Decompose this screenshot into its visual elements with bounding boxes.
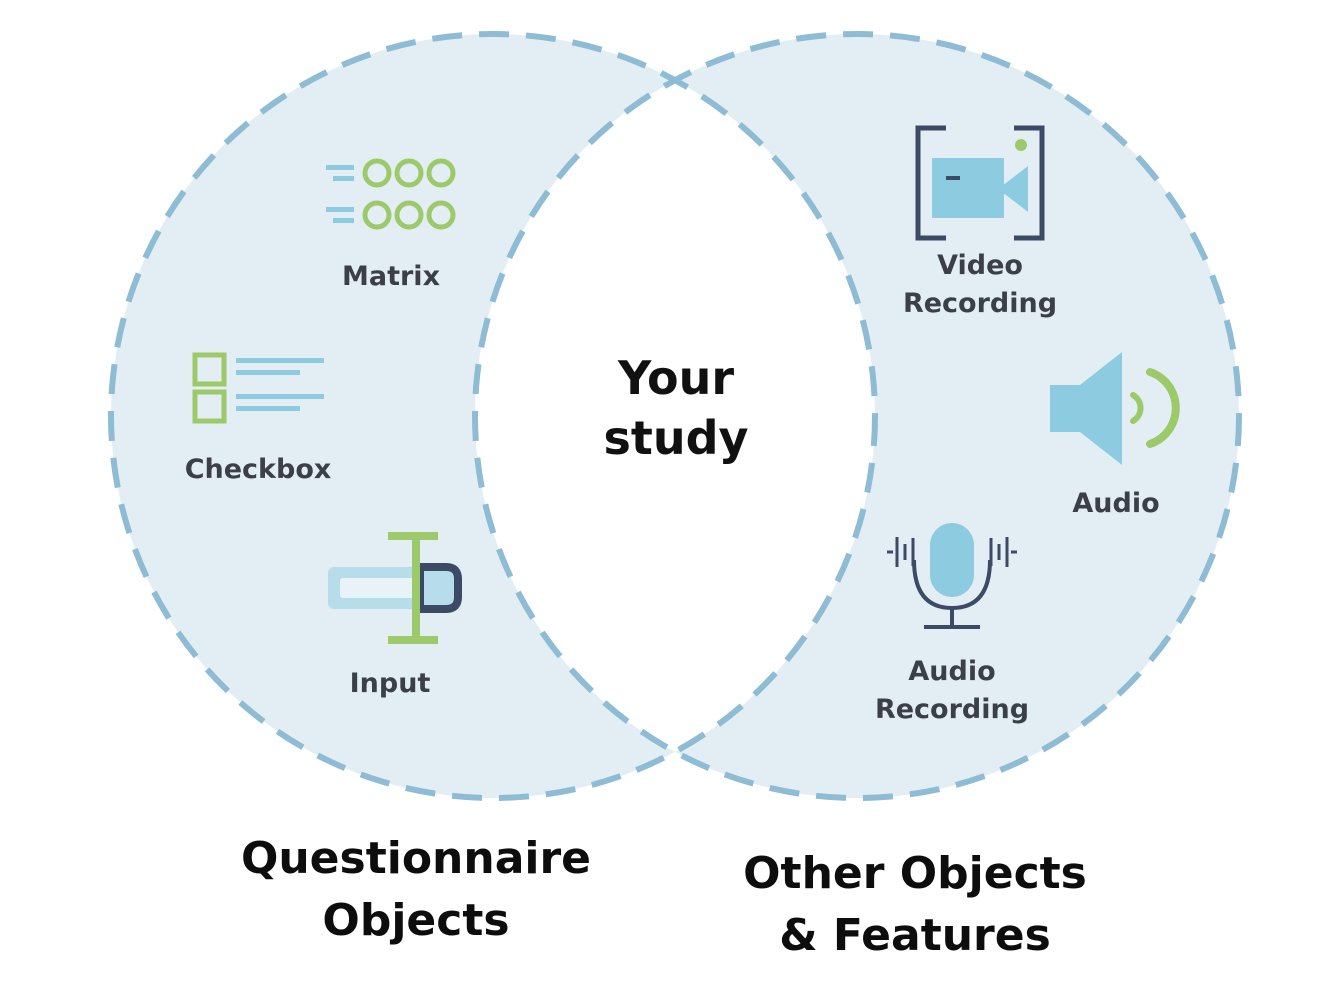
microphone-icon (887, 523, 1017, 629)
video-recording-label-line-2: Recording (902, 288, 1058, 319)
left-set-title-line-2: Objects (322, 895, 510, 946)
audio-recording-label: Audio Recording (852, 653, 1052, 729)
right-set-title-line-2: & Features (779, 910, 1051, 961)
right-set-title-line-1: Other Objects (743, 848, 1087, 899)
audio-recording-label-line-2: Recording (874, 694, 1030, 725)
input-label: Input (320, 665, 460, 703)
audio-recording-label-line-1: Audio (908, 656, 996, 687)
right-circle-outline (472, 31, 1242, 801)
left-set-title-line-1: Questionnaire (240, 833, 592, 884)
video-recording-label: Video Recording (880, 247, 1080, 323)
center-label-line-2: study (603, 411, 749, 465)
left-circle-outline (108, 31, 878, 801)
checkbox-label: Checkbox (168, 451, 348, 489)
left-set-title: Questionnaire Objects (226, 828, 606, 952)
audio-label-text: Audio (1072, 488, 1160, 519)
intersection-area (475, 34, 875, 798)
video-recording-label-line-1: Video (937, 250, 1023, 281)
right-set-title: Other Objects & Features (720, 843, 1110, 967)
input-label-text: Input (349, 668, 431, 699)
speaker-icon (1050, 352, 1180, 465)
checkbox-label-text: Checkbox (184, 454, 332, 485)
checkbox-icon (192, 352, 324, 424)
video-camera-icon (915, 125, 1045, 241)
matrix-icon (326, 158, 456, 230)
matrix-label: Matrix (311, 258, 471, 296)
audio-label: Audio (1046, 485, 1186, 523)
center-label: Your study (576, 348, 776, 468)
input-icon (328, 532, 462, 644)
center-label-line-1: Your (617, 351, 735, 405)
matrix-label-text: Matrix (342, 261, 440, 292)
